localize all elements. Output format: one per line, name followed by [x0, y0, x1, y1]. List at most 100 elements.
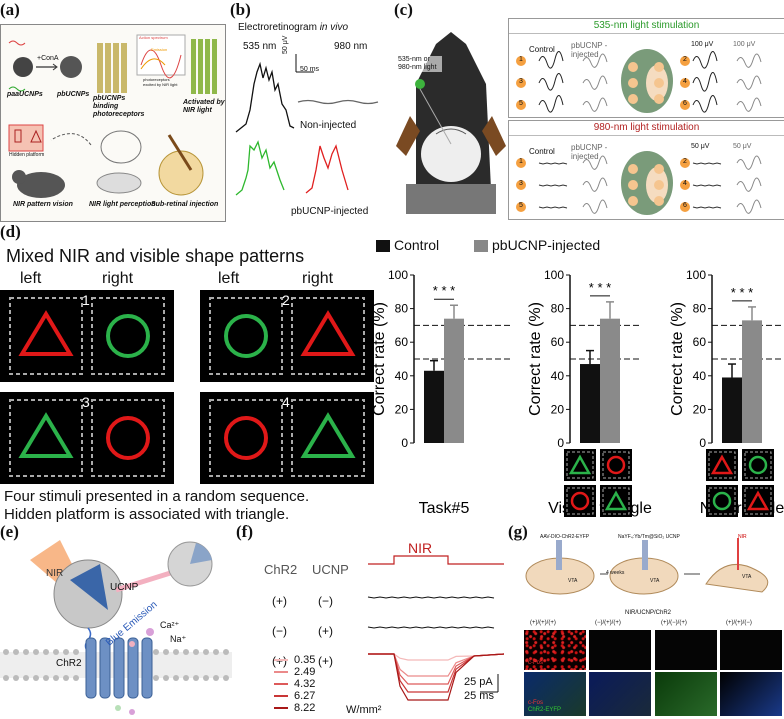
- bar-pbucnp: [742, 320, 762, 443]
- d-caption-1: Four stimuli presented in a random seque…: [4, 488, 310, 505]
- panel-label-d: (d): [0, 222, 21, 241]
- d-title: Mixed NIR and visible shape patterns: [6, 246, 305, 266]
- merge-image: [524, 672, 586, 716]
- label-conA: +ConA: [37, 55, 59, 62]
- y-tick-label: 0: [557, 436, 564, 450]
- c-scale4: 50 μV: [733, 143, 752, 150]
- intensity-legend-item: 4.32: [274, 678, 315, 690]
- ucnp-core-icon: [70, 564, 108, 610]
- g-merge-label-1: c-Fos: [528, 700, 543, 706]
- intensity-legend-item: 8.22: [274, 702, 315, 714]
- title-535: 535-nm light stimulation: [593, 20, 700, 31]
- significance-stars: * * *: [589, 280, 611, 295]
- d-left-label-1: left: [20, 270, 42, 287]
- panel-label-g: (g): [508, 522, 528, 541]
- paaucnp-particle: [13, 57, 33, 77]
- stimulus-number: 2: [282, 292, 290, 308]
- triangle-shape: [300, 412, 356, 458]
- y-tick-label: 0: [699, 436, 706, 450]
- label-pbucnps: pbUCNPs: [57, 91, 90, 98]
- d-caption-2: Hidden platform is associated with trian…: [4, 506, 290, 523]
- cfos-image: [655, 630, 717, 670]
- c-traces-control-535: [538, 51, 718, 113]
- merge-image: [589, 672, 651, 716]
- y-tick-label: 40: [395, 369, 409, 383]
- ion-icon: [146, 628, 154, 636]
- stimulus-window: [209, 297, 283, 375]
- stimulus-panel: 1: [0, 290, 174, 382]
- merge-image: [655, 672, 717, 716]
- mini-window: [744, 487, 772, 515]
- f-scale-ms: 25 ms: [464, 690, 494, 702]
- light-source-icon: [415, 79, 425, 89]
- activated-photoreceptor-icon: [191, 39, 217, 94]
- legend-emission: Emission: [151, 47, 168, 52]
- mini-circle: [570, 491, 590, 511]
- f-row2-chr2: (−): [272, 624, 287, 638]
- circle-shape: [106, 314, 150, 358]
- bar-pbucnp: [444, 318, 464, 443]
- y-tick-label: 20: [693, 402, 707, 416]
- panel-e-diagram: [0, 540, 232, 715]
- label-535nm: 535 nm: [243, 41, 277, 52]
- triangle-shape: [300, 310, 356, 356]
- f-current-traces: [367, 555, 505, 701]
- mini-window: [744, 451, 772, 479]
- erg-scale-uv: 50 μV: [282, 35, 289, 54]
- intensity-value: 6.27: [294, 690, 316, 702]
- y-tick-label: 60: [395, 335, 409, 349]
- c-num: 4: [683, 78, 687, 85]
- legend-photoreceptors: photoreceptors: [143, 77, 170, 82]
- panel-label-a: (a): [0, 0, 20, 19]
- mini-triangle: [604, 490, 628, 511]
- panel-label-f: (f): [236, 522, 253, 541]
- g-vta-2: VTA: [650, 578, 660, 584]
- stimulus-panel: 2: [200, 290, 374, 382]
- y-tick-label: 40: [551, 369, 565, 383]
- label-binding: pbUCNPs binding photoreceptors: [93, 95, 145, 118]
- f-ucnp-header: UCNP: [312, 562, 349, 577]
- intensity-trace: [368, 653, 505, 677]
- legend-control: Control: [394, 237, 440, 253]
- circle-shape: [224, 314, 268, 358]
- mini-window: [566, 487, 594, 515]
- trace-injected-980: [305, 144, 349, 194]
- significance-stars: * * *: [731, 285, 753, 300]
- g-nir: NIR: [738, 534, 747, 540]
- mini-circle: [748, 455, 768, 475]
- y-tick-label: 0: [401, 436, 408, 450]
- c-num: 1: [519, 56, 523, 63]
- mini-window: [566, 451, 594, 479]
- g-condition-label: (+)/(−)/(+): [661, 620, 687, 626]
- label-nir-perception: NIR light perception: [89, 201, 156, 208]
- e-label-na: Na⁺: [170, 634, 187, 644]
- stimulus-number: 4: [282, 394, 290, 410]
- panel-label-c: (c): [394, 0, 413, 19]
- nir-pulse: [368, 555, 504, 565]
- mouse-head-g-icon: [705, 563, 769, 593]
- label-pbucnp-injected: pbUCNP-injected: [291, 206, 369, 217]
- y-tick-label: 100: [388, 268, 408, 282]
- mouse-brain-icon: [100, 130, 142, 164]
- c-scale3: 50 μV: [691, 143, 710, 150]
- y-axis-label: Correct rate (%): [669, 302, 686, 416]
- f-scale-pa: 25 pA: [464, 676, 493, 688]
- mini-stimulus: [564, 485, 596, 517]
- mini-window: [708, 451, 736, 479]
- retina-map-535: [621, 49, 673, 113]
- mini-stimulus: [600, 449, 632, 481]
- g-procedure-diagram: [525, 538, 769, 595]
- c-traces-control-980: [538, 162, 722, 209]
- mini-triangle: [568, 454, 592, 475]
- panel-a-schematic: paaUCNPs pbUCNPs +ConA pbUCNPs binding p…: [0, 24, 226, 222]
- stimulus-number: 1: [82, 292, 90, 308]
- intensity-swatch: [274, 659, 288, 661]
- y-tick-label: 80: [693, 302, 707, 316]
- d-right-label-1: right: [102, 270, 134, 287]
- label-hidden-platform: Hidden platform: [9, 152, 45, 158]
- intensity-swatch: [274, 707, 288, 709]
- stimulus-window: [9, 297, 83, 375]
- mini-stimulus: [706, 485, 738, 517]
- c-num: 5: [519, 202, 523, 209]
